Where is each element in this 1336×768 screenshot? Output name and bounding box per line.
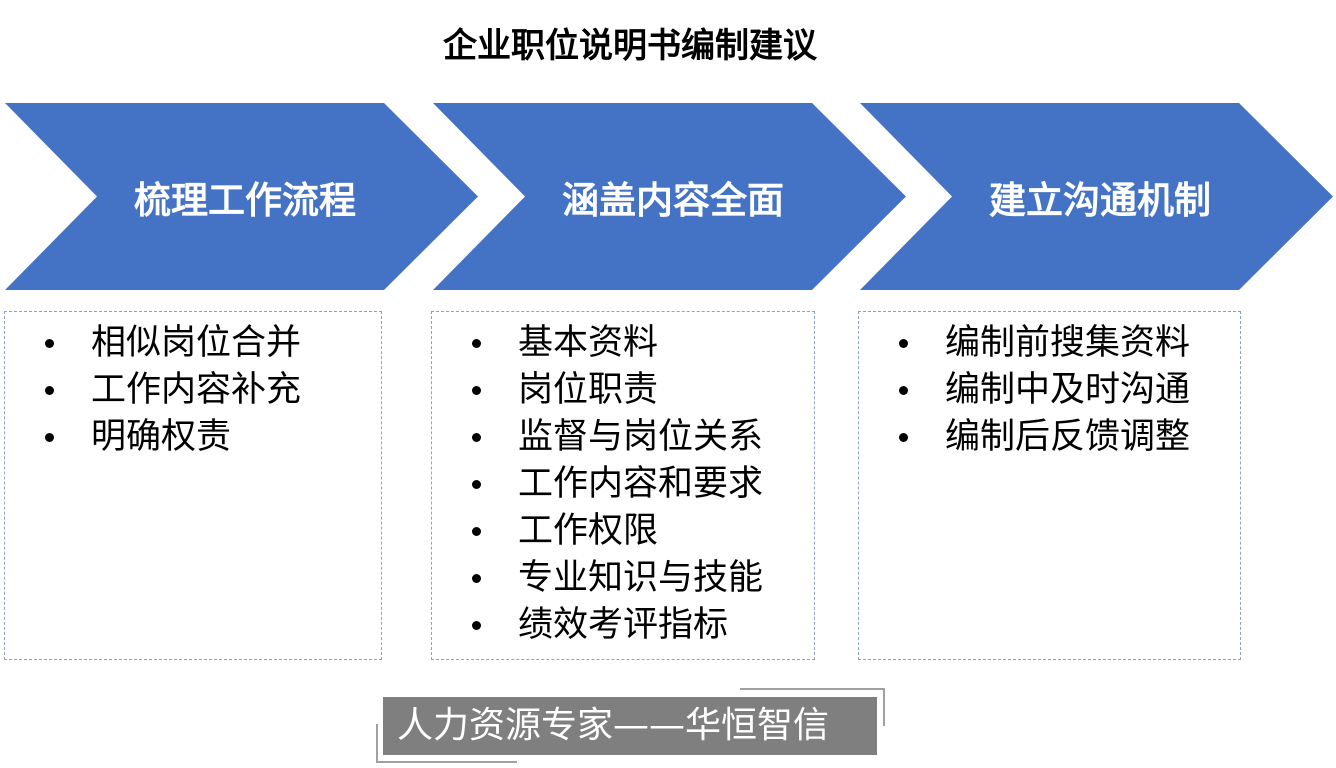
step-details-box: 编制前搜集资料编制中及时沟通编制后反馈调整 (858, 311, 1241, 660)
bullet-icon (472, 480, 481, 489)
list-item-text: 工作内容补充 (91, 370, 302, 410)
list-item: 工作内容和要求 (432, 461, 814, 508)
list-item-text: 编制后反馈调整 (945, 417, 1191, 457)
chevron-arrow (433, 103, 906, 290)
step-label: 涵盖内容全面 (562, 179, 784, 222)
bullet-icon (899, 386, 908, 395)
list-item: 明确权责 (5, 414, 381, 461)
bullet-icon (45, 433, 54, 442)
bullet-icon (472, 574, 481, 583)
bullet-icon (45, 386, 54, 395)
bullet-icon (45, 339, 54, 348)
list-item-text: 明确权责 (91, 417, 232, 457)
list-item-text: 工作内容和要求 (518, 464, 764, 504)
list-item: 基本资料 (432, 320, 814, 367)
step-label: 建立沟通机制 (989, 179, 1211, 222)
chevron-shape (860, 103, 1333, 290)
list-item-text: 相似岗位合并 (91, 323, 302, 363)
step-details-box: 基本资料岗位职责监督与岗位关系工作内容和要求工作权限专业知识与技能绩效考评指标 (431, 311, 815, 660)
chevron-arrow (5, 103, 478, 290)
bullet-icon (472, 433, 481, 442)
chevron-arrow (860, 103, 1333, 290)
bullet-icon (899, 339, 908, 348)
chevron-shape (433, 103, 906, 290)
list-item: 工作内容补充 (5, 367, 381, 414)
list-item: 编制后反馈调整 (859, 414, 1240, 461)
list-item-text: 岗位职责 (518, 370, 659, 410)
list-item: 编制前搜集资料 (859, 320, 1240, 367)
list-item-text: 专业知识与技能 (518, 558, 764, 598)
list-item: 编制中及时沟通 (859, 367, 1240, 414)
step-label: 梳理工作流程 (134, 179, 356, 222)
list-item: 岗位职责 (432, 367, 814, 414)
list-item-text: 编制中及时沟通 (945, 370, 1191, 410)
badge-bracket-top (740, 688, 885, 726)
bullet-icon (472, 621, 481, 630)
chevron-shape (5, 103, 478, 290)
list-item: 工作权限 (432, 508, 814, 555)
list-item: 专业知识与技能 (432, 555, 814, 602)
list-item-text: 绩效考评指标 (518, 605, 729, 645)
bullet-icon (899, 433, 908, 442)
step-details-box: 相似岗位合并工作内容补充明确权责 (4, 311, 382, 660)
list-item-text: 基本资料 (518, 323, 659, 363)
list-item: 监督与岗位关系 (432, 414, 814, 461)
list-item: 相似岗位合并 (5, 320, 381, 367)
badge-bracket-bottom (376, 724, 517, 763)
list-item-text: 监督与岗位关系 (518, 417, 764, 457)
bullet-icon (472, 527, 481, 536)
bullet-icon (472, 386, 481, 395)
list-item-text: 工作权限 (518, 511, 659, 551)
footer-badge: 人力资源专家——华恒智信 (383, 697, 877, 755)
list-item-text: 编制前搜集资料 (945, 323, 1191, 363)
list-item: 绩效考评指标 (432, 602, 814, 649)
bullet-icon (472, 339, 481, 348)
page-title: 企业职位说明书编制建议 (443, 26, 817, 66)
